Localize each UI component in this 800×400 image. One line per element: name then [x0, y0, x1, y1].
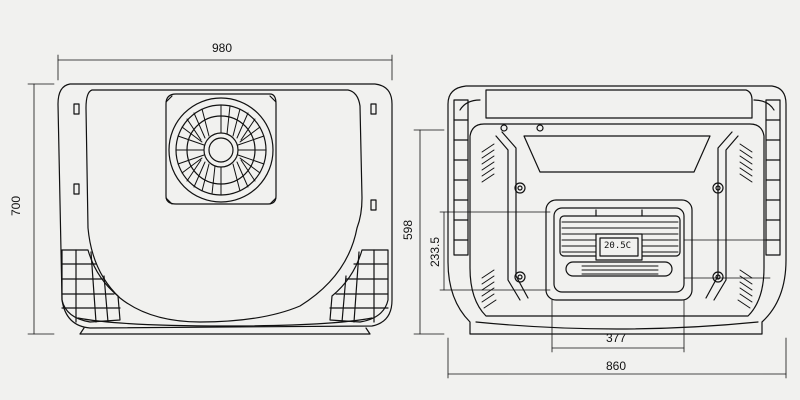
dimension-height-right: 598	[401, 219, 416, 241]
dimension-inner-width-right: 377	[606, 331, 627, 345]
dimension-inner-height-right: 233.5	[428, 236, 443, 268]
dimension-width-right: 860	[606, 359, 627, 373]
temperature-display: 20.5C	[604, 241, 632, 251]
right-view	[413, 85, 787, 379]
control-panel	[545, 199, 693, 301]
left-view	[27, 54, 393, 335]
dimension-width-left: 980	[212, 41, 233, 55]
dimension-height-left: 700	[9, 195, 24, 217]
fan-icon	[165, 93, 277, 205]
